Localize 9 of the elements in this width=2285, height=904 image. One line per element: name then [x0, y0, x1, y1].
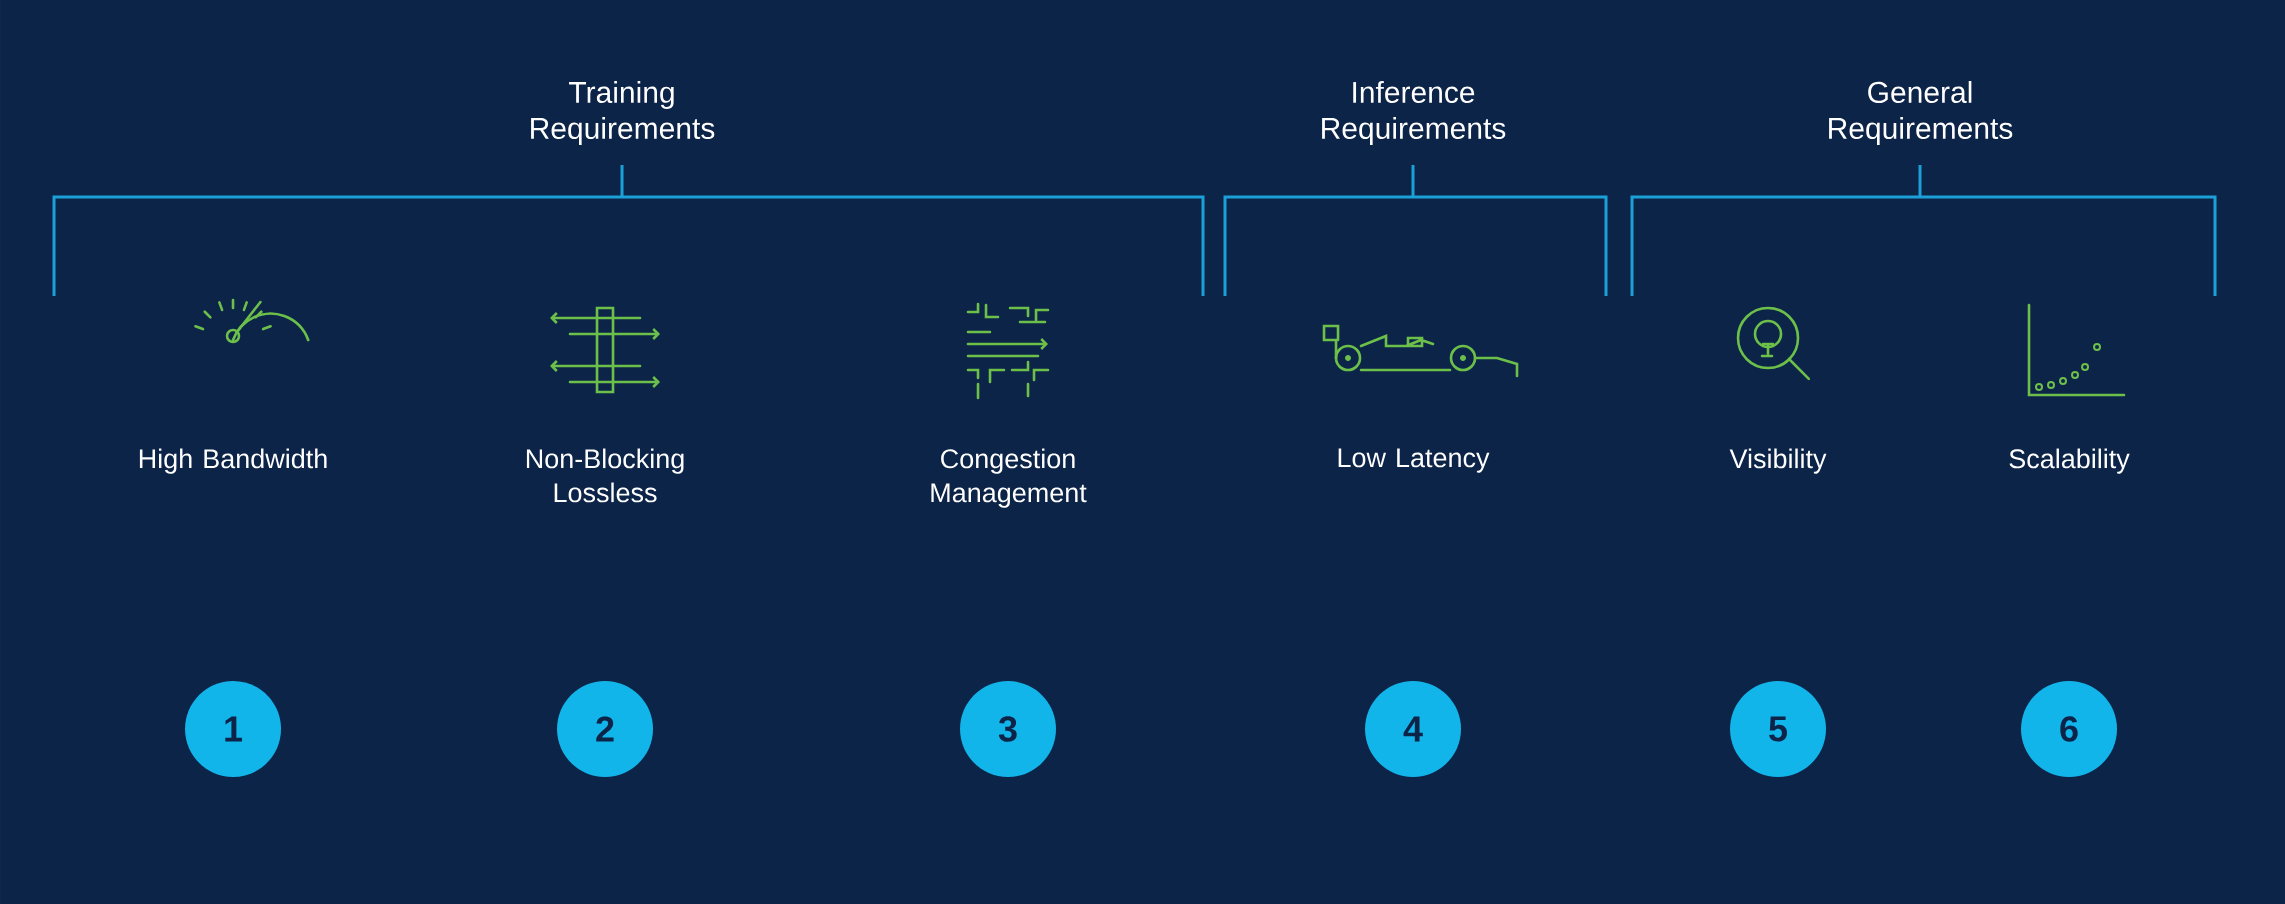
- requirement-label: Visibility: [1729, 448, 1827, 474]
- requirement-label: Low Latency: [1338, 448, 1490, 473]
- requirement-label: Non-Blocking Lossless: [526, 448, 684, 503]
- group-heading: General Requirements: [1829, 81, 2013, 145]
- requirement-label: Scalability: [2009, 448, 2130, 474]
- requirement-label: High Bandwidth: [139, 448, 327, 474]
- group-heading: Training Requirements: [531, 81, 715, 145]
- requirement-label: Congestion Management: [931, 448, 1087, 508]
- group-heading: Inference Requirements: [1322, 81, 1506, 145]
